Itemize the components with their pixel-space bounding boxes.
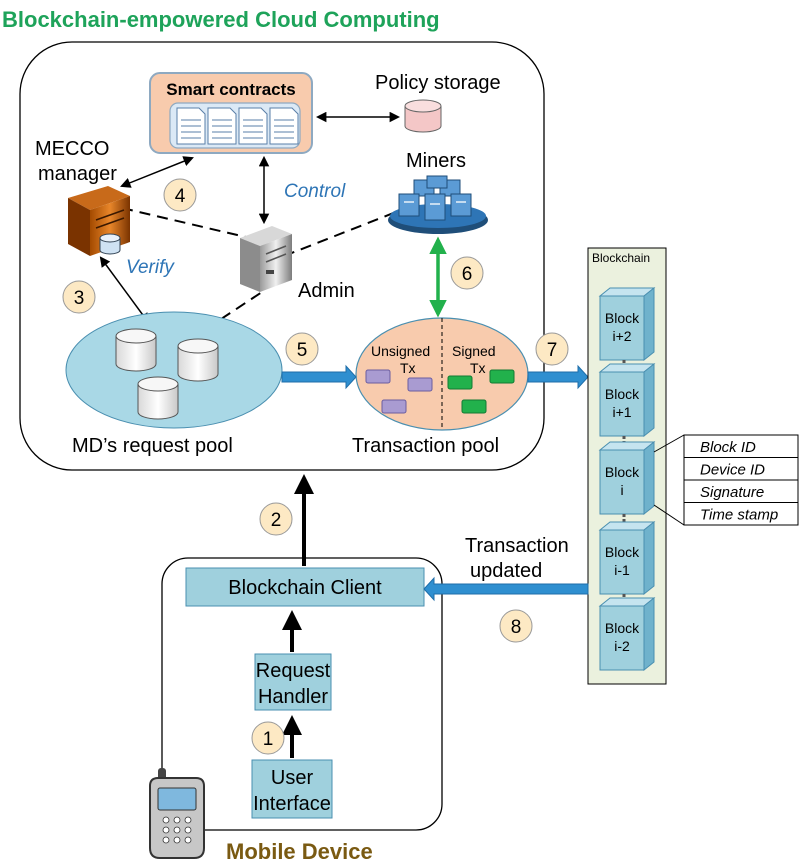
contract-documents-icon	[169, 102, 301, 149]
block-label: Block	[605, 310, 640, 326]
step-number: 1	[263, 729, 274, 750]
block-index: i	[620, 482, 623, 498]
transaction-pool-label: Transaction pool	[352, 435, 499, 457]
unsigned-tx-label-1: Unsigned	[371, 343, 430, 359]
step-1-marker: 1	[251, 721, 285, 755]
block-i[interactable]: Block i	[598, 440, 656, 516]
step-number: 3	[74, 288, 85, 309]
mecco-manager-label-1: MECCO	[35, 138, 109, 160]
verify-label: Verify	[126, 257, 175, 278]
step-number: 7	[547, 340, 558, 361]
mobile-title: Mobile Device	[226, 839, 373, 864]
block-field-label: Time stamp	[700, 507, 778, 524]
transaction-updated-label-2: updated	[470, 560, 542, 582]
block-label: Block	[605, 386, 640, 402]
step-number: 5	[297, 340, 308, 361]
control-label: Control	[284, 181, 346, 202]
block-field-row: Block ID	[683, 434, 799, 458]
verify-arrow	[99, 256, 150, 324]
mecco-server-icon	[68, 186, 130, 256]
step-number: 2	[271, 510, 282, 531]
user-interface-label-1: User	[271, 767, 314, 789]
signed-tx-items	[447, 369, 515, 414]
request-pool-databases	[115, 328, 219, 420]
block-index: i+1	[612, 404, 631, 420]
step-8-marker: 8	[499, 609, 533, 643]
transaction-pool[interactable]: Unsigned Tx Signed Tx	[355, 317, 529, 431]
request-pool-label: MD’s request pool	[72, 435, 233, 457]
tx-to-blockchain-arrow	[527, 364, 589, 390]
transaction-updated-label-1: Transaction	[465, 535, 569, 557]
block-field-row: Time stamp	[683, 502, 799, 526]
step-number: 8	[511, 617, 522, 638]
step-5-marker: 5	[285, 332, 319, 366]
step-markers: 1 2 3 4 5 6 7 8	[62, 178, 569, 755]
mobile-flow-arrows	[282, 474, 314, 758]
unsigned-tx-label-2: Tx	[400, 360, 416, 376]
blockchain-client-box[interactable]	[185, 567, 425, 607]
miners-icon	[388, 175, 488, 234]
block-i-1[interactable]: Block i-1	[598, 520, 656, 596]
block-index: i-2	[614, 638, 630, 654]
admin-label: Admin	[298, 280, 355, 302]
block-field-row: Device ID	[683, 457, 799, 481]
transaction-updated-arrow	[423, 576, 589, 602]
miners-label: Miners	[406, 150, 466, 172]
step-3-marker: 3	[62, 280, 96, 314]
step-2-marker: 2	[259, 502, 293, 536]
step-number: 4	[175, 186, 186, 207]
request-pool[interactable]	[65, 311, 283, 429]
block-field-label: Device ID	[700, 462, 765, 479]
policy-storage-icon	[404, 99, 442, 133]
block-label: Block	[605, 544, 640, 560]
step-4-marker: 4	[163, 178, 197, 212]
block-detail-lines	[653, 434, 685, 526]
contracts-manager-arrow	[120, 156, 194, 188]
request-handler-box[interactable]	[254, 653, 332, 711]
user-interface-label-2: Interface	[253, 793, 331, 815]
blockchain-label: Blockchain	[592, 251, 650, 265]
block-i+1[interactable]: Block i+1	[598, 362, 656, 438]
block-i-2[interactable]: Block i-2	[598, 596, 656, 672]
step-6-marker: 6	[450, 256, 484, 290]
signed-tx-label-1: Signed	[452, 343, 496, 359]
network-links	[121, 207, 397, 330]
step-number: 6	[462, 264, 473, 285]
mecco-manager-label-2: manager	[38, 163, 117, 185]
signed-tx-label-2: Tx	[470, 360, 486, 376]
block-index: i-1	[614, 562, 630, 578]
blockchain-client-label: Blockchain Client	[228, 577, 382, 599]
block-field-label: Signature	[700, 484, 764, 501]
user-interface-box[interactable]	[251, 759, 333, 819]
cloud-title: Blockchain-empowered Cloud Computing	[2, 7, 440, 32]
policy-storage-label: Policy storage	[375, 72, 501, 94]
smart-contracts-label: Smart contracts	[166, 80, 295, 99]
request-handler-label-2: Handler	[258, 686, 328, 708]
block-i+2[interactable]: Block i+2	[598, 286, 656, 362]
unsigned-tx-items	[365, 369, 433, 414]
request-to-tx-arrow	[281, 364, 357, 390]
block-label: Block	[605, 464, 640, 480]
smart-contracts-box[interactable]: Smart contracts	[149, 72, 313, 154]
block-label: Block	[605, 620, 640, 636]
block-field-label: Block ID	[700, 439, 756, 456]
mobile-phone-icon	[149, 768, 205, 859]
request-handler-label-1: Request	[256, 660, 331, 682]
step-7-marker: 7	[535, 332, 569, 366]
block-index: i+2	[612, 328, 631, 344]
admin-server-icon	[240, 226, 292, 292]
block-field-row: Signature	[683, 479, 799, 503]
